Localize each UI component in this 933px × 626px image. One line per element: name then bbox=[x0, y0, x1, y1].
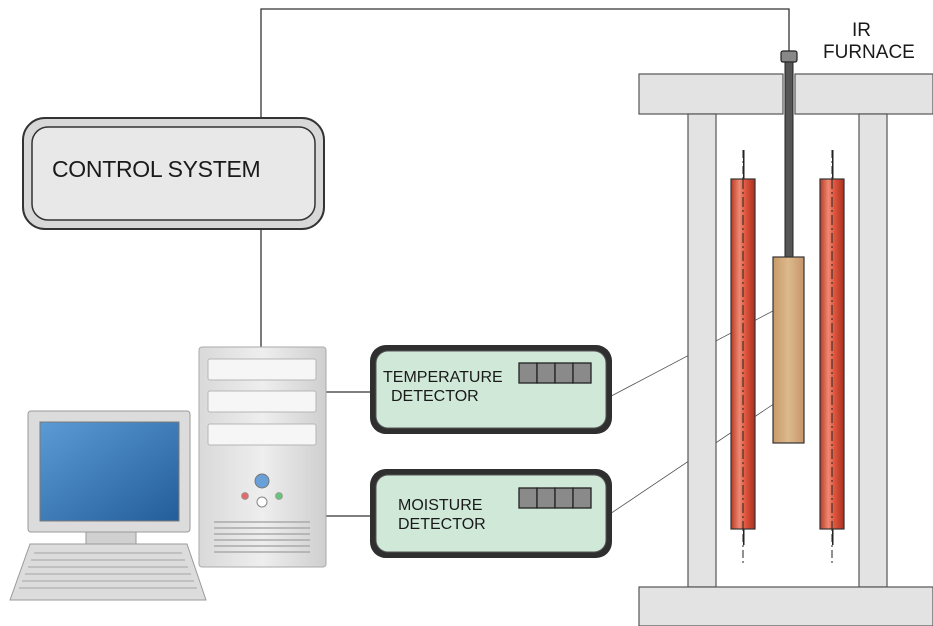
moisture-detector-label-line2: DETECTOR bbox=[398, 516, 486, 533]
control-system-label: CONTROL SYSTEM bbox=[52, 156, 261, 182]
furnace-left-column bbox=[687, 113, 717, 588]
moisture-detector bbox=[370, 469, 612, 558]
temperature-detector-label-line1: TEMPERATURE bbox=[383, 369, 503, 386]
moisture-display-cells bbox=[518, 487, 592, 509]
wire-control-to-probe bbox=[260, 8, 790, 124]
furnace-title-line1: IR bbox=[852, 20, 871, 41]
ir-heater-left bbox=[730, 150, 756, 565]
furnace-bottom-plate bbox=[638, 586, 933, 626]
furnace-top-plate-left bbox=[638, 73, 784, 115]
keyboard-icon bbox=[9, 543, 207, 601]
furnace-top-plate-right bbox=[794, 73, 933, 115]
furnace-right-column bbox=[858, 113, 888, 588]
ir-heater-right bbox=[819, 150, 845, 565]
pc-tower-icon bbox=[198, 346, 327, 568]
computer-monitor-icon bbox=[27, 410, 191, 545]
ir-furnace bbox=[638, 50, 933, 626]
probe-rod bbox=[784, 61, 794, 258]
control-system-box bbox=[22, 117, 325, 230]
probe-connector bbox=[780, 50, 798, 63]
temperature-detector-label-line2: DETECTOR bbox=[391, 388, 479, 405]
temp-display-cells bbox=[518, 362, 592, 384]
wiring bbox=[260, 8, 790, 517]
moisture-detector-label-line1: MOISTURE bbox=[398, 497, 483, 514]
furnace-title-line2: FURNACE bbox=[823, 42, 915, 63]
temperature-detector bbox=[370, 345, 612, 434]
sample-block bbox=[772, 256, 805, 444]
